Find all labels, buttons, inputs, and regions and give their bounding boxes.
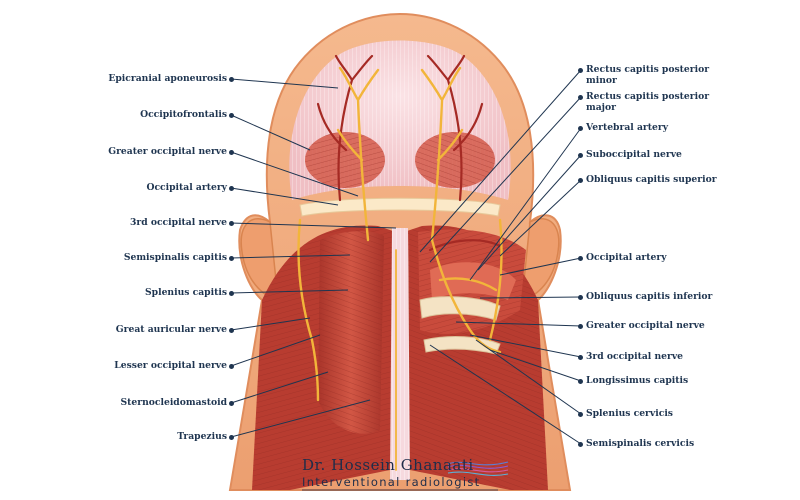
- leader-lines-right: [419, 69, 582, 445]
- dot-right-0: [578, 68, 583, 73]
- dot-left-5: [229, 256, 234, 261]
- dot-left-8: [229, 364, 234, 369]
- dot-right-3: [578, 153, 583, 158]
- label-semispinalis-capitis: Semispinalis capitis: [123, 252, 227, 263]
- label-line: Rectus capitis posterior: [586, 91, 710, 102]
- logo-name: Dr. Hossein Ghanaati: [302, 456, 474, 474]
- dot-right-6: [578, 295, 583, 300]
- logo: Dr. Hossein Ghanaati Interventional radi…: [298, 456, 510, 492]
- label-longissimus-capitis: Longissimus capitis: [586, 375, 689, 386]
- label-line: major: [586, 102, 616, 113]
- label-epicranial-aponeurosis: Epicranial aponeurosis: [108, 73, 227, 84]
- label-great-auricular-nerve: Great auricular nerve: [115, 324, 227, 335]
- nerves: [297, 66, 503, 471]
- label-greater-occipital-nerve-left: Greater occipital nerve: [108, 146, 227, 157]
- label-semispinalis-cervicis: Semispinalis cervicis: [586, 438, 695, 449]
- label-sternocleidomastoid: Sternocleidomastoid: [120, 397, 227, 408]
- dot-left-10: [229, 435, 234, 440]
- leader-lines-left: [230, 78, 397, 438]
- arteries: [316, 54, 502, 252]
- dot-right-5: [578, 256, 583, 261]
- label-rectus-capitis-posterior-minor: Rectus capitis posterior minor: [586, 64, 709, 86]
- label-line: minor: [586, 75, 617, 86]
- label-third-occipital-nerve-left: 3rd occipital nerve: [129, 217, 227, 228]
- label-suboccipital-nerve: Suboccipital nerve: [586, 149, 682, 160]
- label-trapezius: Trapezius: [177, 431, 227, 442]
- dot-left-7: [229, 328, 234, 333]
- dot-right-2: [578, 126, 583, 131]
- label-vertebral-artery: Vertebral artery: [586, 122, 669, 133]
- label-line: Rectus capitis posterior: [586, 64, 710, 75]
- label-lesser-occipital-nerve: Lesser occipital nerve: [114, 360, 227, 371]
- label-occipital-artery-left: Occipital artery: [146, 182, 227, 193]
- logo-subtitle: Interventional radiologist: [302, 475, 481, 489]
- dot-left-9: [229, 401, 234, 406]
- dot-left-0: [229, 77, 234, 82]
- label-splenius-capitis: Splenius capitis: [145, 287, 227, 298]
- dot-right-10: [578, 412, 583, 417]
- label-third-occipital-nerve-right: 3rd occipital nerve: [586, 351, 684, 362]
- dot-right-7: [578, 324, 583, 329]
- label-occipitofrontalis: Occipitofrontalis: [140, 109, 227, 120]
- label-obliquus-capitis-superior: Obliquus capitis superior: [586, 174, 717, 185]
- label-splenius-cervicis: Splenius cervicis: [586, 408, 673, 419]
- dot-right-4: [578, 178, 583, 183]
- dot-left-2: [229, 150, 234, 155]
- logo-waves-icon: [302, 461, 509, 491]
- dot-right-9: [578, 379, 583, 384]
- neck-muscles: [252, 225, 548, 490]
- label-greater-occipital-nerve-right: Greater occipital nerve: [586, 320, 705, 331]
- dot-left-1: [229, 113, 234, 118]
- scalp-aponeurosis: [289, 40, 511, 217]
- dot-right-1: [578, 95, 583, 100]
- dot-left-3: [229, 186, 234, 191]
- label-occipital-artery-right: Occipital artery: [586, 252, 667, 263]
- dot-right-11: [578, 442, 583, 447]
- dot-left-4: [229, 221, 234, 226]
- label-rectus-capitis-posterior-major: Rectus capitis posterior major: [586, 91, 709, 113]
- label-obliquus-capitis-inferior: Obliquus capitis inferior: [586, 291, 713, 302]
- dot-left-6: [229, 291, 234, 296]
- dot-right-8: [578, 355, 583, 360]
